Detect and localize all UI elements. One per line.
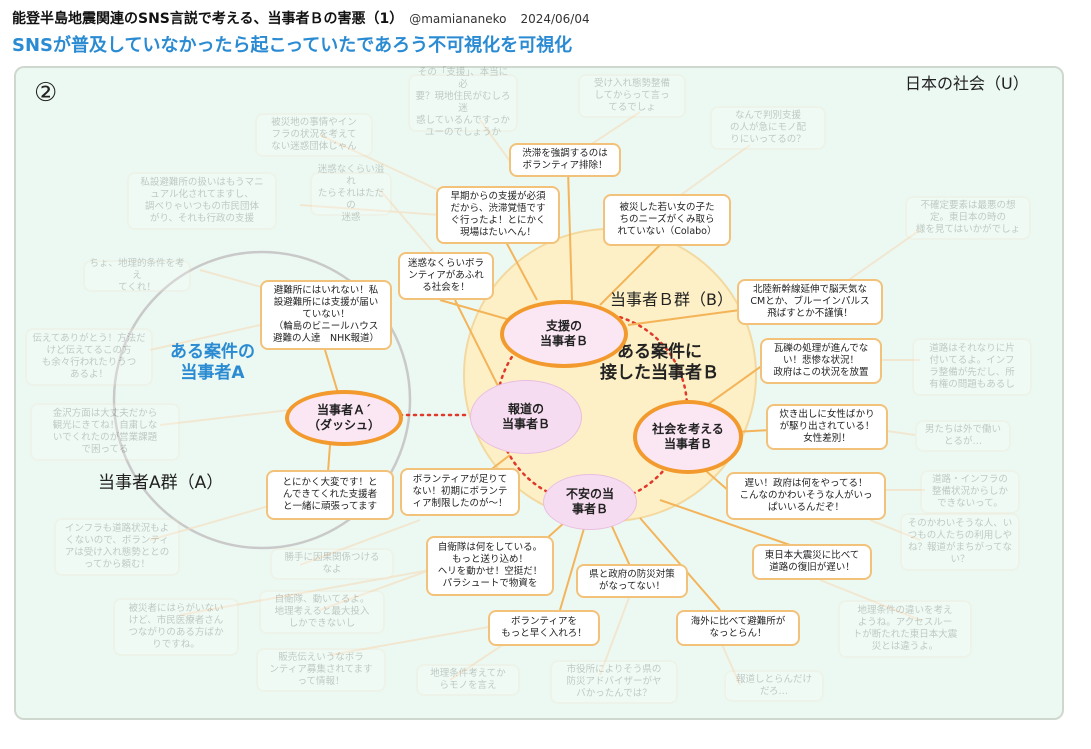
faded-box-6: 迷惑なくらい溢れ たらそれはただの 迷惑	[310, 164, 392, 223]
faded-box-14: インフラも道路状況もよ くないので、ボランティ アは受け入れ態勢ととの ってから…	[54, 518, 180, 576]
faded-box-11: 金沢方面は大丈夫だから 観光にきてね！自粛しな いでくれたのが営業課題 で困って…	[30, 403, 180, 461]
panel-number: ②	[34, 78, 58, 108]
b-group-label: 当事者Ｂ群（B）	[610, 290, 733, 309]
faded-box-5: 私設避難所の扱いはもうマニ ュアル化されてますし、 調べりゃいつもの市民団体 が…	[127, 172, 277, 230]
faded-box-21: 地理条件考えてか らモノを言え	[416, 664, 520, 696]
report-bubble: 報道の 当事者Ｂ	[470, 380, 582, 454]
faded-box-19: 地理条件の違いを考え ようね。アクセスルー トが断たれた東日本大震 災とは違うよ…	[838, 600, 972, 658]
header-title-line: 能登半島地震関連のSNS言説で考える、当事者Ｂの害悪（1） @mamiananek…	[12, 8, 590, 28]
a-case-label: ある案件の 当事者A	[170, 342, 255, 383]
faded-box-9: 伝えてありがとう！方法だ けど伝えてるこの方 も余々行われたりうつ あるよ！	[25, 328, 153, 386]
faded-box-13: 道路・インフラの 整備状況からしか できないって。	[920, 470, 1020, 514]
box-prefecture: 県と政府の防災対策 がなってない！	[576, 564, 688, 598]
box-hokuriku: 北陸新幹線延伸で脳天気な CMとか、ブルーインパルス 飛ばすとか不謹慎！	[737, 279, 883, 325]
box-rubble: 瓦礫の処理が進んでな い！悲惨な状況！ 政府はこの状況を放置	[760, 338, 882, 384]
a-group-label: 当事者A群（A）	[98, 473, 224, 493]
faded-box-12: 男たちは外で働い とるが…	[915, 420, 1011, 452]
faded-box-17: 被災者にはらがいない けど、市民医療者さん つながりのある方ばか りですね。	[113, 598, 239, 656]
page-subtitle: SNSが普及していなかったら起こっていたであろう不可視化を可視化	[12, 35, 573, 56]
box-tough: とにかく大変です！と んできてくれた支援者 と一緒に頑張ってます	[266, 470, 394, 520]
society-bubble: 社会を考える 当事者Ｂ	[633, 400, 743, 474]
support-bubble: 支援の 当事者Ｂ	[500, 300, 628, 368]
faded-box-22: 市役所によりそう県の 防災アドバイザーがヤ バかったんでは？	[550, 660, 678, 704]
faded-box-2: 受け入れ態勢整備 してからって言っ てるでしょ	[578, 74, 686, 118]
box-cooking: 炊き出しに女性ばかり が駆り出されている！ 女性差別！	[766, 404, 888, 450]
faded-box-18: 自衛隊、動いてるよ。 地理考えると最大投入 しかできないし	[259, 590, 385, 634]
faded-box-20: 販売伝えいうなボラ ンティア募集されてます って情報！	[256, 648, 386, 692]
box-no-shelter: 避難所にはいれない！私 設避難所には支援が届い ていない！ （輪島のビニールハウ…	[260, 280, 392, 350]
faded-box-1: その「支援」、本当に必 要？現地住民がむしろ迷 惑しているんですっか ユーのでし…	[408, 67, 518, 138]
box-overseas: 海外に比べて避難所が なっとらん！	[676, 610, 800, 646]
box-east-japan: 東日本大震災に比べて 道路の復旧が遅い！	[752, 544, 872, 580]
box-sdf: 自衛隊は何をしている。 もっと送り込め！ ヘリを動かせ！空挺だ！ パラシュートで…	[426, 536, 554, 596]
society-label: 日本の社会（U）	[905, 74, 1029, 93]
dash-bubble: 当事者Ａ´ （ダッシュ）	[285, 390, 403, 446]
faded-box-4: なんで判別支援 の人が急にモノ配 りにいってるの？	[710, 106, 826, 150]
faded-connectors	[149, 111, 925, 686]
box-young-women: 被災した若い女の子た ちのニーズがくみ取ら れていない（Colabo）	[603, 194, 731, 246]
a-group-circle	[112, 250, 412, 550]
box-early-support: 早期からの支援が必須 だから、渋滞覚悟です ぐ行ったよ！とにかく 現場はたいへん…	[436, 186, 560, 244]
box-volunteer-flood: 迷惑なくらいボラ ンティアがあふれ る社会を！	[398, 252, 494, 300]
faded-box-7: 不確定要素は最悪の想 定。東日本の時の 様を見てはいかがでしょ	[905, 196, 1031, 240]
faded-box-16: そのかわいそうな人、い つもの人たちの利用しや ね？報道がまちがってな い？	[900, 513, 1020, 571]
box-slow: 遅い！政府は何をやってる！ こんなのかわいそうな人がいっ ぱいいるんだぞ！	[726, 472, 886, 520]
faded-box-23: 報道しとらんだけ だろ…	[724, 670, 824, 702]
anxiety-bubble: 不安の当 事者Ｂ	[543, 474, 637, 530]
faded-box-15: 勝手に因果関係つける なよ	[270, 548, 394, 580]
faded-box-3: 被災地の事情やイン フラの状況を考えて ない迷惑団体じゃん	[255, 113, 373, 157]
post-date: 2024/06/04	[520, 12, 590, 26]
b-case-label: ある案件に 接した当事者Ｂ	[600, 342, 719, 383]
box-shortage: ボランティアが足りて ない！初期にボランテ ィア制限したのが～！	[400, 468, 520, 516]
box-traffic: 渋滞を強調するのは ボランティア排除！	[509, 143, 621, 177]
page-title: 能登半島地震関連のSNS言説で考える、当事者Ｂの害悪（1）	[12, 11, 404, 27]
box-sooner: ボランティアを もっと早く入れろ！	[488, 610, 600, 646]
faded-box-10: 道路はそれなりに片 付いてるよ。インフ ラ整備が先だし、所 有権の問題もあるし	[912, 338, 1032, 396]
faded-box-8: ちょ、地理的条件を考え てくれ！	[83, 258, 191, 293]
author-handle[interactable]: @mamiananeko	[409, 12, 507, 26]
